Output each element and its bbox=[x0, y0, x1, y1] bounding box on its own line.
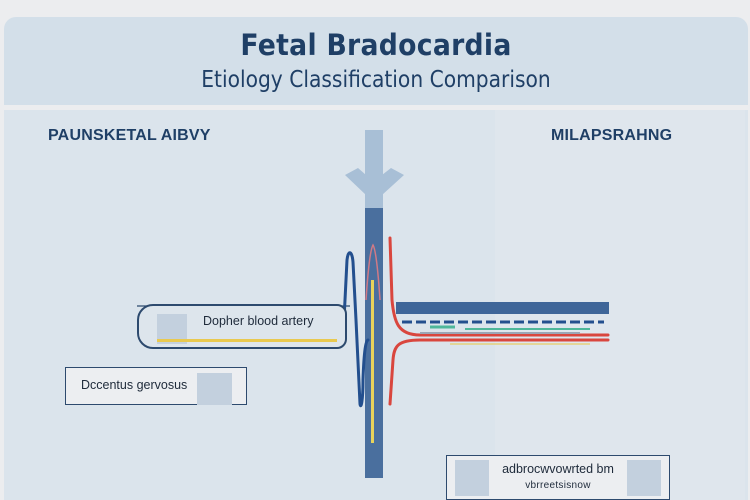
bottom-label-box: adbrocwvowrted bm vbrreetsisnow bbox=[446, 455, 670, 500]
bottom-label-line2: vbrreetsisnow bbox=[525, 480, 591, 491]
ductus-swatch bbox=[197, 373, 232, 405]
red-waveform bbox=[388, 236, 610, 337]
bottom-label-line1: adbrocwvowrted bm bbox=[502, 462, 614, 476]
header-banner: Fetal Bradocardia Etiology Classificatio… bbox=[4, 17, 748, 105]
doppler-label-box: Dopher blood artery bbox=[137, 304, 347, 349]
bottom-swatch-right bbox=[627, 460, 661, 496]
left-column-label: PAUNSKETAL AIBVY bbox=[48, 127, 211, 144]
right-column-label: MILAPSRAHNG bbox=[551, 127, 673, 144]
doppler-label: Dopher blood artery bbox=[203, 314, 314, 328]
right-vessel-bar bbox=[396, 302, 609, 314]
bottom-swatch-left bbox=[455, 460, 489, 496]
red-waveform-lower bbox=[388, 338, 610, 406]
page-subtitle: Etiology Classification Comparison bbox=[201, 67, 551, 93]
pink-vessel-outline bbox=[365, 243, 381, 301]
upper-vessel-branch-icon bbox=[345, 130, 404, 210]
page-title: Fetal Bradocardia bbox=[240, 28, 512, 62]
doppler-underline bbox=[157, 339, 337, 342]
ductus-label-box: Dccentus gervosus bbox=[65, 367, 247, 405]
ductus-label: Dccentus gervosus bbox=[81, 378, 188, 392]
